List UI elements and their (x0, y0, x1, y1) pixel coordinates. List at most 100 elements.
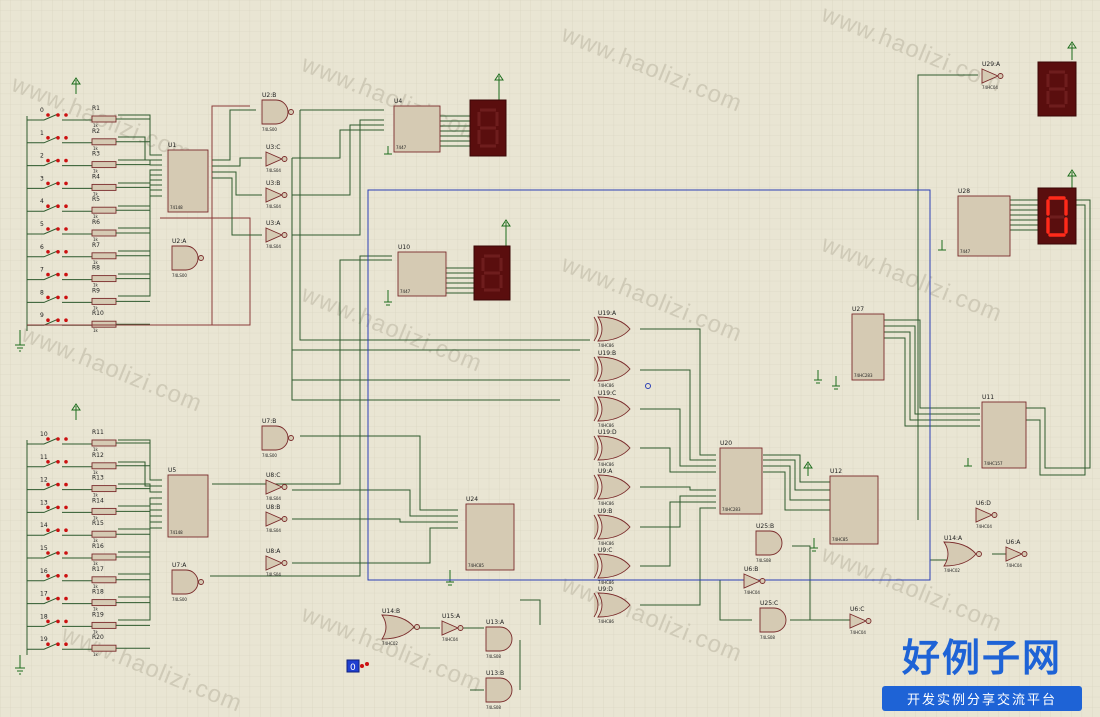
seven-seg-display-top-right[interactable] (1037, 61, 1077, 117)
gate-ref: U7:A (172, 562, 187, 569)
seven-seg-display-u28[interactable] (1037, 187, 1077, 245)
switch-3[interactable]: 3 (27, 175, 92, 189)
switch-4[interactable]: 4 (27, 198, 92, 212)
switch-5[interactable]: 5 (27, 221, 92, 235)
gate-type: 74HC86 (598, 383, 614, 388)
switch-6[interactable]: 6 (27, 244, 92, 258)
switch-16[interactable]: 16 (27, 568, 92, 582)
seven-seg-display-u4[interactable] (469, 99, 507, 157)
switch-15[interactable]: 15 (27, 545, 92, 559)
chip-ref: U4 (394, 98, 402, 105)
switch-8[interactable]: 8 (27, 289, 92, 303)
switch-11[interactable]: 11 (27, 454, 92, 468)
gate-type: 74LS08 (486, 654, 501, 659)
resistor-value: 1k (93, 493, 99, 498)
switch-13[interactable]: 13 (27, 499, 92, 513)
logic-probe[interactable]: 0 (346, 659, 369, 673)
switch-19[interactable]: 19 (27, 636, 92, 650)
resistor-label: R10 (92, 310, 104, 317)
inverter-ref: U29:A (982, 61, 1001, 68)
switch-1[interactable]: 1 (27, 130, 92, 144)
resistor-label: R20 (92, 634, 104, 641)
resistor-value: 1k (93, 260, 99, 265)
seven-seg-display-u10[interactable] (473, 245, 511, 301)
switch-7[interactable]: 7 (27, 267, 92, 281)
switch-0[interactable]: 0 (27, 107, 92, 121)
switch-2[interactable]: 2 (27, 153, 92, 167)
resistor-label: R8 (92, 265, 100, 272)
inverter-ref: U3:A (266, 220, 281, 227)
switch-label: 0 (40, 107, 44, 114)
switch-17[interactable]: 17 (27, 591, 92, 605)
switch-12[interactable]: 12 (27, 477, 92, 491)
chip-type: 74HC283 (722, 507, 741, 512)
gate-ref: U2:A (172, 238, 187, 245)
switch-18[interactable]: 18 (27, 613, 92, 627)
switch-10[interactable]: 10 (27, 431, 92, 445)
switch-14[interactable]: 14 (27, 522, 92, 536)
resistor-label: R19 (92, 611, 104, 618)
